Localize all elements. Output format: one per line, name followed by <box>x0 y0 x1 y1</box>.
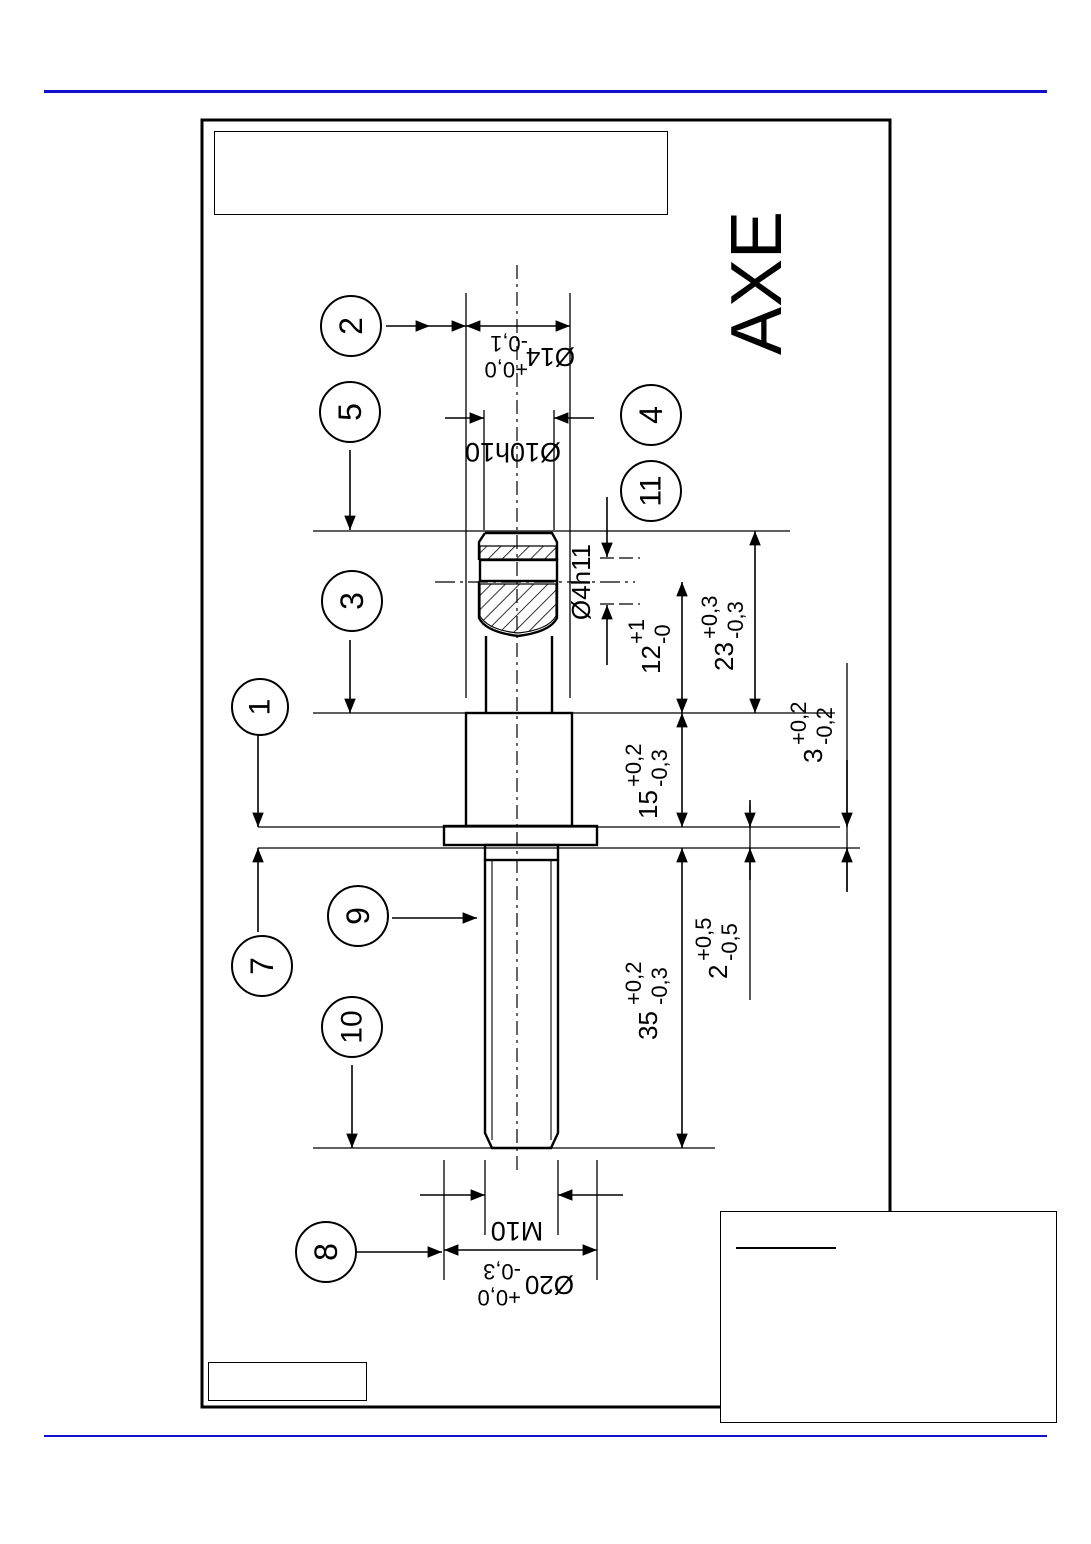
svg-text:10: 10 <box>336 1010 369 1043</box>
dim-l3-tol-lower: -0,2 <box>812 707 837 745</box>
legend-box <box>720 1211 1057 1423</box>
svg-text:11: 11 <box>635 475 668 506</box>
dim-l35-tol-upper: +0,2 <box>621 962 646 1005</box>
dim-l3: 3 <box>798 749 828 763</box>
dim-d14: Ø14 <box>526 342 575 372</box>
dim-l2: 2 <box>703 965 733 979</box>
extension-lines <box>258 293 860 1280</box>
dim-l35: 35 <box>633 1011 663 1040</box>
dim-d14-tol-lower: -0,1 <box>490 331 528 356</box>
svg-text:9: 9 <box>340 907 376 925</box>
dim-d4h11: Ø4h11 <box>566 544 596 620</box>
dim-d20-tol-lower: -0,3 <box>483 1259 521 1284</box>
part-outline <box>442 531 599 1150</box>
callout-1: 1 <box>231 678 289 736</box>
dim-l35-tol-lower: -0,3 <box>647 967 672 1005</box>
dimension-labels: Ø14 +0,0 -0,1 Ø10h10 Ø4h11 12 +1 -0 23 +… <box>465 331 837 1310</box>
dim-l12-tol-lower: -0 <box>650 624 675 644</box>
svg-text:4: 4 <box>633 406 669 424</box>
callout-10: 10 <box>321 996 383 1058</box>
header-rule <box>44 90 1047 93</box>
dim-l12-tol-upper: +1 <box>624 619 649 644</box>
drawing-title: AXE <box>717 211 797 355</box>
dim-d14-tol-upper: +0,0 <box>485 357 528 382</box>
svg-text:2: 2 <box>333 317 369 335</box>
dim-d20: Ø20 <box>525 1270 574 1300</box>
reference-box <box>208 1362 367 1401</box>
footer-rule <box>44 1435 1047 1437</box>
dim-m10: M10 <box>491 1216 544 1246</box>
dim-l15-tol-lower: -0,3 <box>647 749 672 787</box>
dim-l15-tol-upper: +0,2 <box>621 744 646 787</box>
callout-9: 9 <box>327 885 389 947</box>
svg-text:7: 7 <box>244 957 280 975</box>
dim-l12: 12 <box>636 645 666 674</box>
svg-text:8: 8 <box>308 1243 344 1261</box>
callout-7: 7 <box>231 935 293 997</box>
callout-5: 5 <box>319 381 381 443</box>
svg-text:5: 5 <box>332 403 368 421</box>
dimension-arrows <box>252 320 853 1258</box>
dim-l15: 15 <box>633 790 663 819</box>
callout-11: 11 <box>620 460 682 522</box>
callout-3: 3 <box>321 570 383 632</box>
dim-l2-tol-upper: +0,5 <box>691 918 716 961</box>
callout-2: 2 <box>320 295 382 357</box>
legend-underline <box>736 1247 836 1249</box>
dim-d10h10: Ø10h10 <box>465 437 561 467</box>
svg-text:1: 1 <box>244 699 277 716</box>
callout-balloons: 1 2 3 4 5 7 8 9 10 11 <box>231 295 682 1283</box>
dim-l2-tol-lower: -0,5 <box>717 923 742 961</box>
dim-d20-tol-upper: +0,0 <box>478 1285 521 1310</box>
hatched-sections <box>479 545 557 634</box>
title-block-box <box>214 131 668 215</box>
dim-l23-tol-lower: -0,3 <box>723 601 748 639</box>
callout-8: 8 <box>295 1221 357 1283</box>
callout-4: 4 <box>620 384 682 446</box>
dim-l23: 23 <box>709 642 739 671</box>
dim-l3-tol-upper: +0,2 <box>786 702 811 745</box>
drawing-frame <box>200 118 892 1409</box>
dim-l23-tol-upper: +0,3 <box>697 596 722 639</box>
svg-text:3: 3 <box>334 592 370 610</box>
